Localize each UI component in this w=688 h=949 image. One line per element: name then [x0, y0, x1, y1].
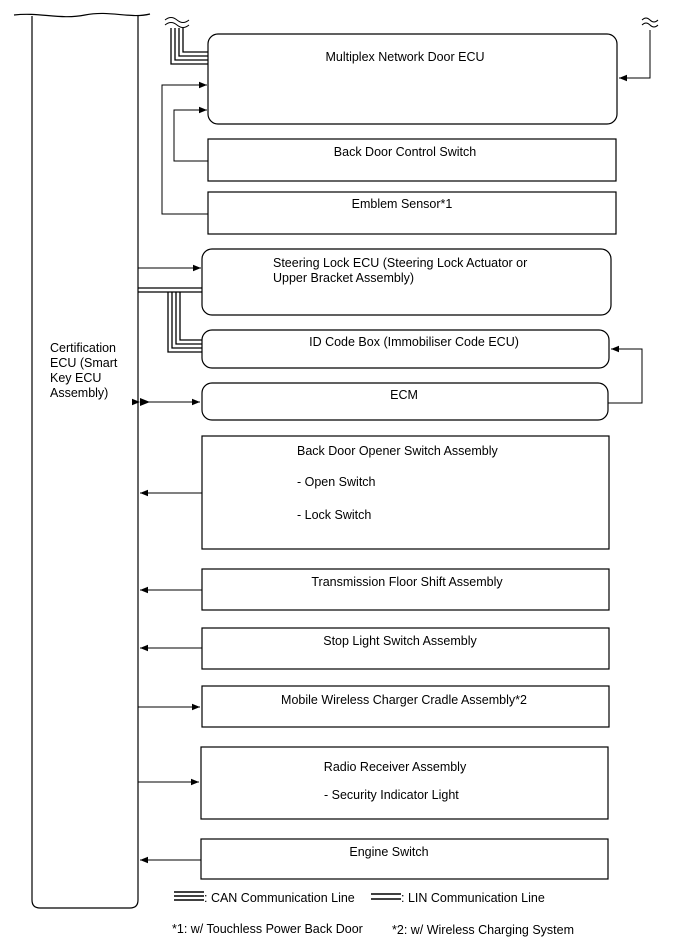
security-indicator-light-label: - Security Indicator Light: [324, 788, 459, 802]
lock-switch-label: - Lock Switch: [297, 508, 372, 522]
legend-lin-symbol: [371, 893, 401, 900]
right-break-mark: [641, 17, 659, 23]
ecm-box: [201, 382, 609, 421]
can-line-idcode: [167, 292, 202, 353]
emblem-to-mpx-line: [161, 81, 208, 215]
emblem-sensor-box: [207, 191, 617, 235]
back-door-control-switch-label: Back Door Control Switch: [333, 145, 477, 159]
stop-light-switch-label: Stop Light Switch Assembly: [323, 634, 477, 648]
note-1: *1: w/ Touchless Power Back Door: [172, 922, 363, 936]
multiplex-network-door-ecu-label: Multiplex Network Door ECU: [325, 50, 485, 64]
certification-ecu-label: Certification ECU (Smart Key ECU Assembl…: [50, 341, 118, 400]
multiplex-network-door-ecu-box: [207, 33, 618, 125]
back-door-opener-switch-label: Back Door Opener Switch Assembly: [297, 444, 498, 458]
legend-lin-label: : LIN Communication Line: [401, 891, 545, 905]
open-switch-label: - Open Switch: [297, 475, 376, 489]
mobile-wireless-charger-box: [201, 685, 610, 728]
multiplex-input-line: [619, 30, 651, 82]
certification-ecu-box: [31, 16, 139, 909]
steering-lock-ecu-label: Steering Lock ECU (Steering Lock Actuato…: [273, 256, 528, 285]
emblem-sensor-label: Emblem Sensor*1: [351, 197, 453, 211]
upper-break-mark: [164, 17, 190, 23]
note-2: *2: w/ Wireless Charging System: [392, 923, 575, 937]
engine-switch-box: [200, 838, 609, 880]
radio-receiver-label: Radio Receiver Assembly: [323, 760, 467, 774]
engine-switch-label: Engine Switch: [349, 845, 429, 859]
ecm-label: ECM: [390, 388, 418, 402]
transmission-floor-shift-label: Transmission Floor Shift Assembly: [311, 575, 503, 589]
radio-receiver-box: [200, 746, 609, 820]
steering-lock-ecu-box: [201, 248, 612, 316]
break-line: [13, 12, 151, 18]
bdcs-to-mpx-line: [173, 106, 208, 162]
mobile-wireless-charger-label: Mobile Wireless Charger Cradle Assembly*…: [281, 693, 527, 707]
can-line-upper: [170, 28, 208, 65]
lin-line-steering: [138, 287, 202, 293]
upper-break-mark-2: [164, 22, 190, 28]
legend-can-symbol: [174, 891, 204, 901]
id-code-box-label: ID Code Box (Immobiliser Code ECU): [309, 335, 519, 349]
back-door-control-switch-box: [207, 138, 617, 182]
ecm-to-idcode-line: [608, 345, 643, 404]
right-break-mark-2: [641, 22, 659, 28]
id-code-box: [201, 329, 610, 369]
legend-can-label: : CAN Communication Line: [204, 891, 355, 905]
